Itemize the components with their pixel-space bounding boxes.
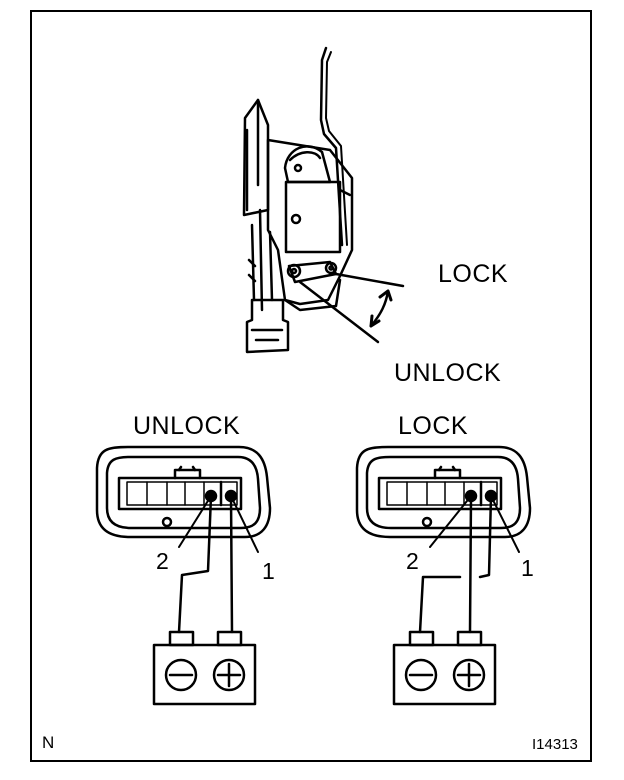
- door-lock-actuator: [242, 46, 405, 354]
- minus-circle-icon: [164, 658, 198, 692]
- plus-circle-icon: [452, 658, 486, 692]
- corner-code-right: I14313: [532, 736, 578, 753]
- minus-circle-icon: [404, 658, 438, 692]
- plus-circle-icon: [212, 658, 246, 692]
- mechanism-unlock-label: UNLOCK: [394, 359, 502, 387]
- left-pin-1-label: 1: [262, 558, 275, 584]
- left-connector-title: UNLOCK: [133, 412, 241, 440]
- right-pin-1-label: 1: [521, 555, 534, 581]
- diagram-frame: [30, 10, 592, 762]
- right-connector-title: LOCK: [398, 412, 469, 440]
- right-pin-2-label: 2: [406, 548, 419, 574]
- left-connector: [95, 445, 272, 634]
- left-battery: [152, 630, 257, 706]
- left-pin-2-label: 2: [156, 548, 169, 574]
- right-battery: [392, 630, 497, 706]
- mechanism-lock-label: LOCK: [438, 260, 509, 288]
- right-connector: [355, 445, 532, 634]
- corner-code-left: N: [42, 733, 55, 752]
